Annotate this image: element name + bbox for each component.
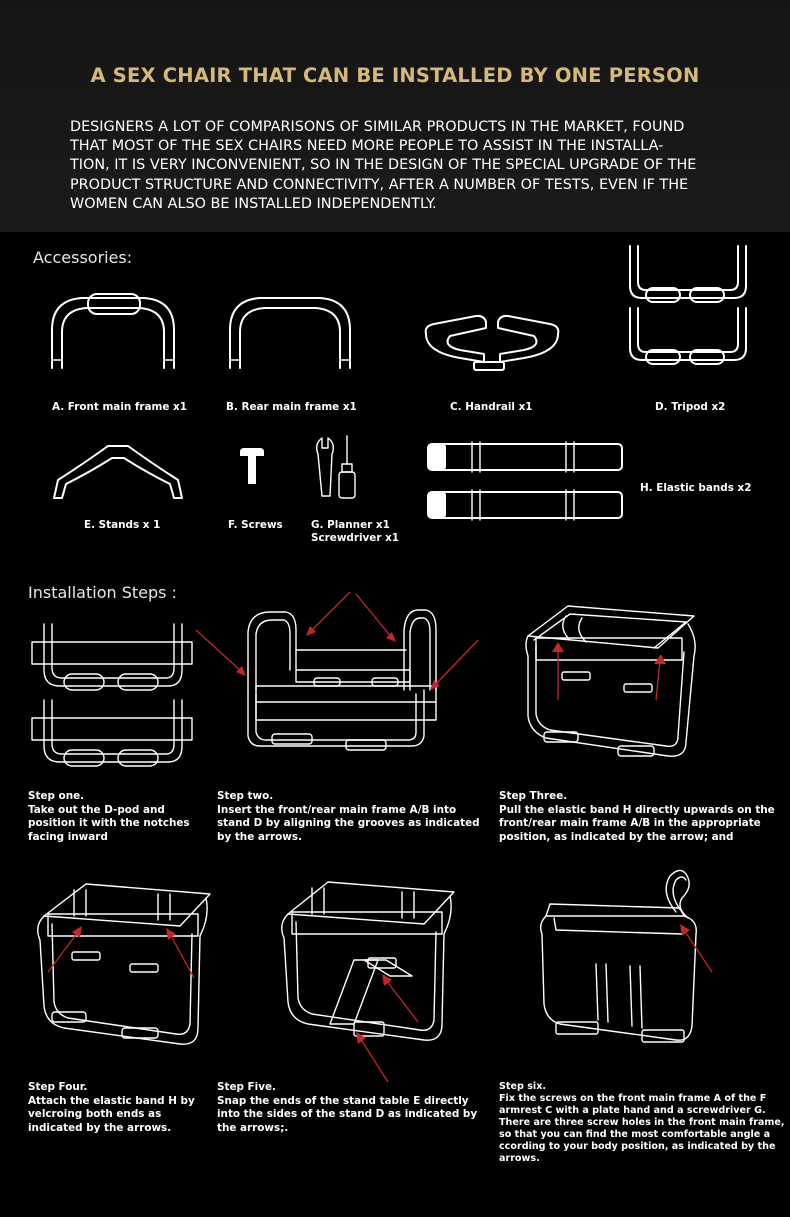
accessory-label-g-line: Screwdriver x1 (311, 532, 400, 544)
step-line: Step Five. (217, 1081, 276, 1093)
accessory-label-f: F. Screws (228, 519, 283, 531)
step-line: Step Three. (499, 790, 568, 802)
step-line: into the sides of the stand D as indicat… (217, 1108, 478, 1120)
rear-main-frame-icon (229, 297, 351, 369)
step-two-text: Step two. Insert the front/rear main fra… (217, 790, 480, 844)
step-four-text: Step Four. Attach the elastic band H by … (28, 1081, 195, 1135)
step-one-illustration (31, 623, 193, 767)
step-line: the arrows;. (217, 1121, 289, 1134)
accessory-label-h: H. Elastic bands x2 (640, 482, 752, 494)
stand-icon (53, 445, 183, 499)
accessory-label-b: B. Rear main frame x1 (226, 401, 357, 413)
step-line: Pull the elastic band H directly upwards… (499, 803, 775, 816)
accessory-label-c: C. Handrail x1 (450, 401, 533, 413)
tripod-icon (629, 245, 747, 365)
step-line: position it with the notches (28, 817, 190, 829)
step-six-illustration (539, 869, 713, 1043)
step-three-illustration (525, 605, 696, 757)
step-line: so that you can find the most comfortabl… (499, 1129, 771, 1140)
intro-text: DESIGNERS A LOT OF COMPARISONS OF SIMILA… (70, 118, 740, 214)
intro-line: WOMEN CAN ALSO BE INSTALLED INDEPENDENTL… (70, 195, 437, 212)
step-six-text: Step six. Fix the screws on the front ma… (499, 1081, 785, 1165)
step-five-illustration (281, 881, 455, 1083)
accessories-heading: Accessories: (33, 248, 133, 267)
step-line: arrows. (499, 1153, 540, 1164)
step-line: Step Four. (28, 1081, 88, 1093)
step-line: Fix the screws on the front main frame A… (499, 1093, 767, 1104)
step-line: facing inward (28, 830, 108, 843)
intro-line: DESIGNERS A LOT OF COMPARISONS OF SIMILA… (70, 119, 685, 135)
step-line: by the arrows. (217, 830, 302, 843)
step-line: Attach the elastic band H by (28, 1094, 195, 1107)
front-main-frame-icon (51, 293, 175, 369)
step-one-text: Step one. Take out the D-pod and positio… (28, 790, 190, 844)
step-line: Step two. (217, 790, 274, 802)
step-line: indicated by the arrows. (28, 1121, 172, 1134)
step-three-text: Step Three. Pull the elastic band H dire… (499, 790, 775, 844)
step-five-text: Step Five. Snap the ends of the stand ta… (217, 1081, 477, 1135)
step-line: stand D by aligning the grooves as indic… (217, 817, 480, 829)
step-line: front/rear main frame A/B in the appropr… (499, 817, 761, 829)
step-line: Take out the D-pod and (28, 803, 165, 816)
step-line: armrest C with a plate hand and a screwd… (499, 1105, 766, 1116)
step-line: Step six. (499, 1081, 547, 1092)
intro-line: PRODUCT STRUCTURE AND CONNECTIVITY, AFTE… (70, 176, 689, 193)
installation-heading: Installation Steps : (28, 583, 177, 602)
step-four-illustration (37, 883, 211, 1045)
handrail-icon (424, 314, 560, 371)
page-title: A SEX CHAIR THAT CAN BE INSTALLED BY ONE… (90, 64, 700, 87)
step-line: Snap the ends of the stand table E direc… (217, 1094, 469, 1107)
accessory-label-e: E. Stands x 1 (84, 519, 161, 531)
accessory-label-g-line: G. Planner x1 (311, 519, 390, 531)
step-line: velcroing both ends as (28, 1108, 162, 1120)
accessory-label-g: G. Planner x1 Screwdriver x1 (311, 519, 399, 545)
elastic-band-icon (427, 441, 623, 521)
intro-line: THAT MOST OF THE SEX CHAIRS NEED MORE PE… (70, 138, 664, 155)
accessory-label-d: D. Tripod x2 (655, 401, 726, 413)
step-line: There are three screw holes in the front… (499, 1117, 785, 1128)
step-line: position, as indicated by the arrow; and (499, 830, 734, 843)
intro-line: TION, IT IS VERY INCONVENIENT, SO IN THE… (70, 157, 697, 174)
step-two-illustration (195, 591, 479, 751)
step-line: Step one. (28, 790, 85, 802)
screw-icon (240, 448, 264, 484)
step-line: Insert the front/rear main frame A/B int… (217, 803, 457, 816)
header-banner (0, 0, 790, 232)
wrench-screwdriver-icon (315, 435, 356, 499)
step-line: ccording to your body position, as indic… (499, 1141, 776, 1152)
accessory-label-a: A. Front main frame x1 (52, 401, 187, 413)
